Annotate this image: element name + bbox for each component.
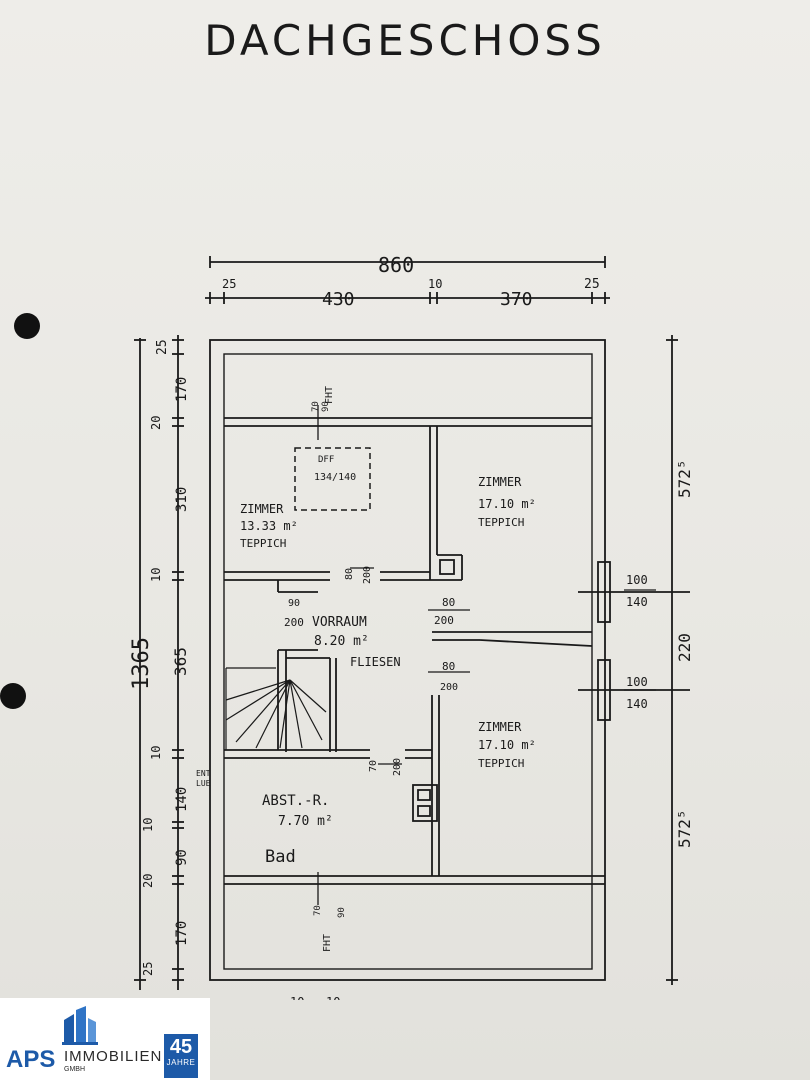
door-200-prefix: 200 bbox=[284, 616, 304, 629]
door-d-200: 200 bbox=[392, 758, 403, 776]
fht-bottom-90: 90 bbox=[337, 907, 347, 918]
dim-top-left-room: 430 bbox=[322, 289, 355, 310]
svg-text:ZIMMER: ZIMMER bbox=[478, 475, 522, 489]
dim-left-10-b: 10 bbox=[149, 746, 163, 760]
inner-wall bbox=[223, 353, 593, 970]
dim-left-10-a: 10 bbox=[149, 568, 163, 582]
window-upper-140: 140 bbox=[626, 595, 648, 609]
ent-label: ENT bbox=[196, 769, 211, 778]
room-zimmer-upper-right: ZIMMER 17.10 m² TEPPICH bbox=[478, 475, 536, 529]
door-90: 90 bbox=[288, 598, 300, 609]
door-a-80: 80 bbox=[344, 568, 355, 580]
skylight-dff bbox=[294, 447, 371, 511]
door-d-70: 70 bbox=[368, 760, 379, 772]
dim-right-572-bottom: 572⁵ bbox=[675, 809, 694, 848]
badge-number: 45 bbox=[169, 1036, 193, 1058]
dim-top-left-wall: 25 bbox=[222, 277, 236, 291]
fht-top-90: 90 bbox=[321, 401, 331, 412]
dff-label: DFF bbox=[318, 455, 334, 465]
door-c-80: 80 bbox=[442, 660, 455, 673]
svg-text:13.33 m²: 13.33 m² bbox=[240, 519, 298, 533]
punch-hole-bottom bbox=[0, 683, 26, 709]
logo-suffix: GMBH bbox=[64, 1066, 85, 1073]
dim-right-572-top: 572⁵ bbox=[675, 459, 694, 498]
svg-text:TEPPICH: TEPPICH bbox=[478, 757, 524, 770]
room-zimmer-lower-right: ZIMMER 17.10 m² TEPPICH bbox=[478, 720, 536, 770]
dim-bottom-10-a: 10 bbox=[290, 995, 304, 1000]
dim-right-220: 220 bbox=[675, 633, 694, 662]
room-abstellraum: ABST.-R. 7.70 m² Bad bbox=[262, 793, 333, 867]
dim-left-140: 140 bbox=[174, 787, 190, 812]
door-a-200: 200 bbox=[362, 566, 373, 584]
fht-bottom-label: FHT bbox=[322, 934, 333, 952]
window-lower-140: 140 bbox=[626, 697, 648, 711]
logo-name: IMMOBILIEN bbox=[64, 1048, 163, 1065]
lue-label: LUE bbox=[196, 779, 211, 788]
logo-brand: APS bbox=[6, 1046, 56, 1073]
dim-bottom-10-b: 10 bbox=[326, 995, 340, 1000]
dim-top-right-room: 370 bbox=[500, 289, 533, 310]
dim-top-total: 860 bbox=[378, 253, 414, 277]
svg-text:ZIMMER: ZIMMER bbox=[240, 502, 284, 516]
dim-left-170-top: 170 bbox=[174, 377, 190, 402]
door-c-200: 200 bbox=[440, 682, 458, 693]
fht-top-70: 70 bbox=[311, 401, 321, 412]
room-vorraum: VORRAUM 8.20 m² FLIESEN bbox=[312, 615, 401, 669]
svg-text:TEPPICH: TEPPICH bbox=[240, 537, 286, 550]
anniversary-badge: 45 JAHRE bbox=[164, 1034, 198, 1078]
svg-text:ABST.-R.: ABST.-R. bbox=[262, 793, 329, 809]
dim-left-170-bottom: 170 bbox=[174, 921, 190, 946]
floor-plan: 860 25 430 10 370 25 1365 25 170 20 310 … bbox=[129, 253, 694, 1000]
svg-text:VORRAUM: VORRAUM bbox=[312, 615, 367, 630]
door-b-200: 200 bbox=[434, 614, 454, 627]
door-b-80: 80 bbox=[442, 596, 455, 609]
company-logo: APS IMMOBILIEN GMBH 45 JAHRE bbox=[0, 998, 210, 1080]
svg-text:FLIESEN: FLIESEN bbox=[350, 655, 401, 669]
dim-top-mid-wall: 10 bbox=[428, 277, 442, 291]
fht-top-label: FHT bbox=[324, 386, 335, 404]
svg-text:7.70 m²: 7.70 m² bbox=[278, 814, 333, 829]
dim-left-10-c: 10 bbox=[141, 818, 155, 832]
room-zimmer-left: ZIMMER 13.33 m² TEPPICH bbox=[240, 502, 298, 550]
svg-text:17.10 m²: 17.10 m² bbox=[478, 738, 536, 752]
window-upper-100: 100 bbox=[626, 573, 648, 587]
dim-left-25-top: 25 bbox=[155, 339, 170, 355]
svg-text:TEPPICH: TEPPICH bbox=[478, 516, 524, 529]
dim-left-310: 310 bbox=[174, 487, 190, 512]
dff-size: 134/140 bbox=[314, 472, 356, 483]
badge-text: JAHRE bbox=[166, 1058, 196, 1067]
dim-left-total: 1365 bbox=[129, 637, 154, 690]
svg-text:8.20 m²: 8.20 m² bbox=[314, 634, 369, 649]
building-icon bbox=[62, 1006, 98, 1045]
dim-left-25-bottom: 25 bbox=[141, 962, 155, 976]
dim-top-right-wall: 25 bbox=[584, 277, 600, 292]
punch-hole-top bbox=[14, 313, 40, 339]
svg-text:ZIMMER: ZIMMER bbox=[478, 720, 522, 734]
svg-text:Bad: Bad bbox=[265, 847, 296, 867]
dim-left-365: 365 bbox=[171, 647, 190, 676]
fht-bottom-70: 70 bbox=[313, 905, 323, 916]
dim-left-90: 90 bbox=[174, 849, 190, 866]
svg-text:17.10 m²: 17.10 m² bbox=[478, 497, 536, 511]
dim-left-20-b: 20 bbox=[141, 874, 155, 888]
window-lower-100: 100 bbox=[626, 675, 648, 689]
plan-title: DACHGESCHOSS bbox=[204, 16, 606, 65]
dim-left-20: 20 bbox=[149, 416, 163, 430]
